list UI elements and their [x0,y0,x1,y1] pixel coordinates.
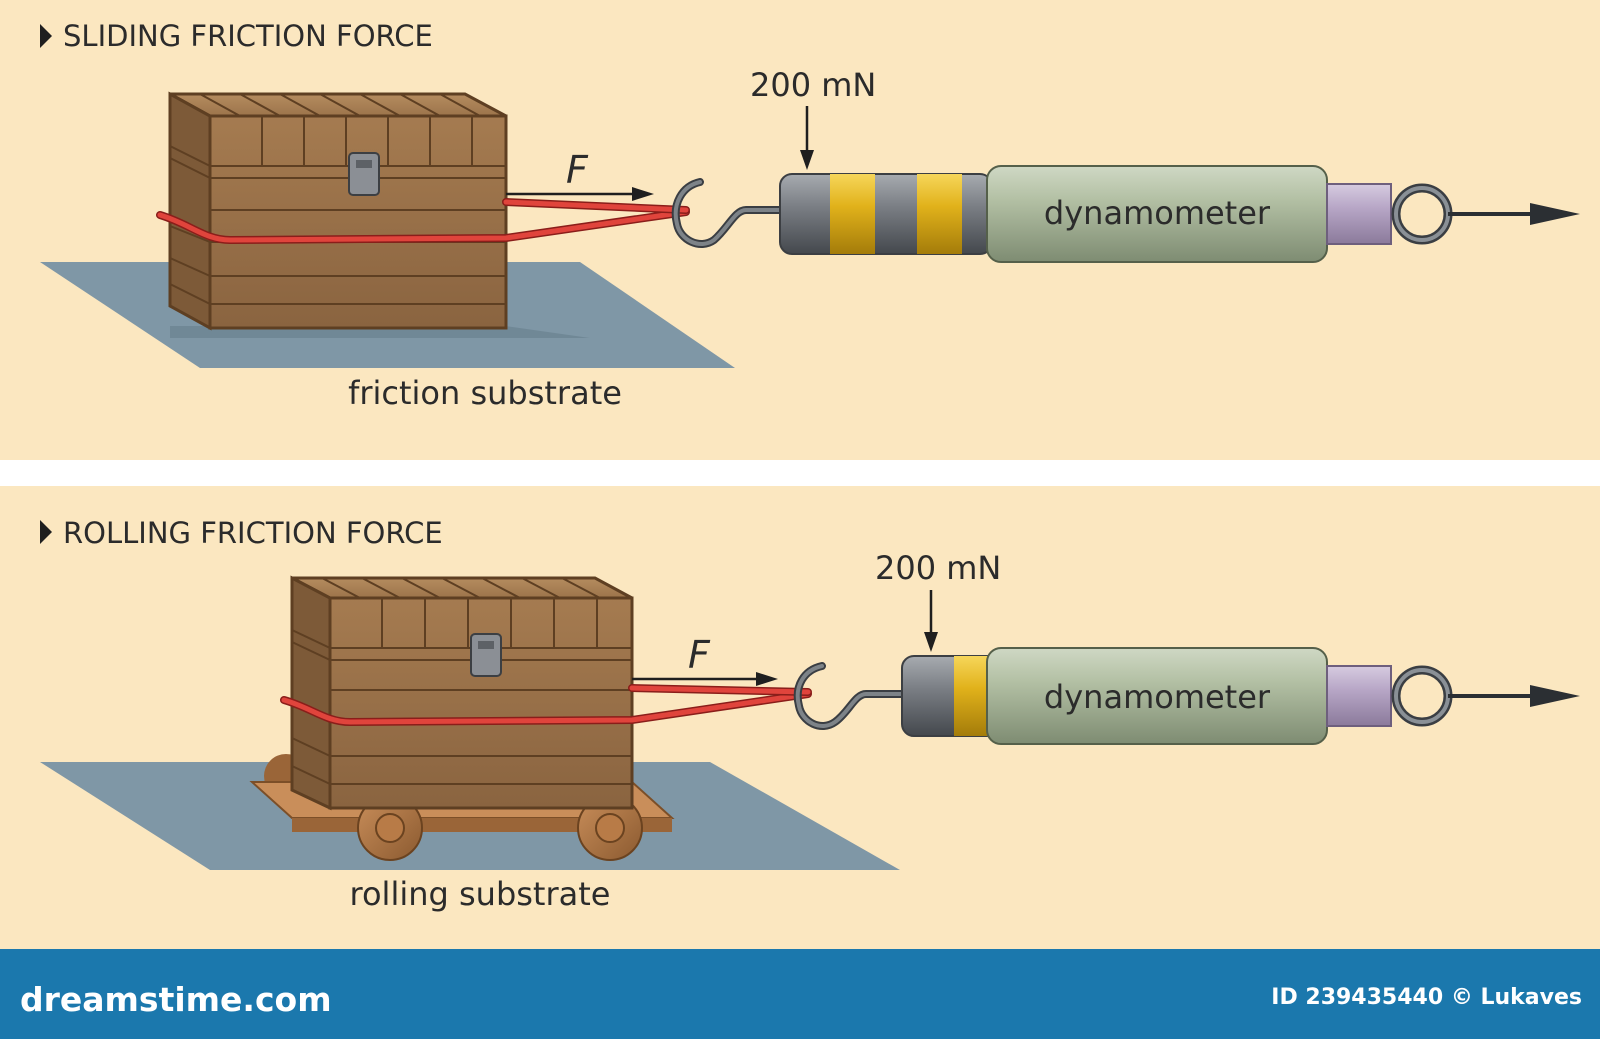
pull-arrowhead-icon [1530,685,1580,707]
substrate-label: rolling substrate [350,875,611,913]
force-label: F [688,633,711,677]
sliding-rope [156,198,690,245]
rolling-panel: ROLLING FRICTION FORCE [40,516,1580,913]
sliding-panel: SLIDING FRICTION FORCE [40,19,1580,412]
latch-icon [348,152,380,196]
sliding-title-marker-icon [40,24,52,48]
force-arrowhead-icon [632,187,654,201]
rolling-title: ROLLING FRICTION FORCE [63,516,443,550]
dynamometer-label: dynamometer [1044,194,1271,232]
force-reading: 200 mN [750,66,876,104]
footer-bar [0,949,1600,1039]
footer-credit: ID 239435440 © Lukaves [1271,985,1582,1010]
latch-icon [470,633,502,677]
footer-brand: dreamstime.com [20,980,332,1019]
panel-separator [0,460,1600,486]
rolling-title-marker-icon [40,520,52,544]
reading-pointer-head-icon [800,150,814,170]
reading-pointer-head-icon [924,632,938,652]
rolling-rope [280,684,812,727]
rolling-crate [290,575,634,811]
pull-arrowhead-icon [1530,203,1580,225]
substrate-label: friction substrate [348,374,622,412]
sliding-dynamometer: dynamometer [779,165,1453,263]
footer: dreamstime.com ID 239435440 © Lukaves [20,980,1582,1019]
sliding-title: SLIDING FRICTION FORCE [63,19,433,53]
force-reading: 200 mN [875,549,1001,587]
sliding-crate [168,91,508,331]
force-label: F [566,148,589,192]
dynamometer-label: dynamometer [1044,678,1271,716]
force-arrowhead-icon [756,672,778,686]
rolling-dynamometer: dynamometer [901,647,1453,745]
